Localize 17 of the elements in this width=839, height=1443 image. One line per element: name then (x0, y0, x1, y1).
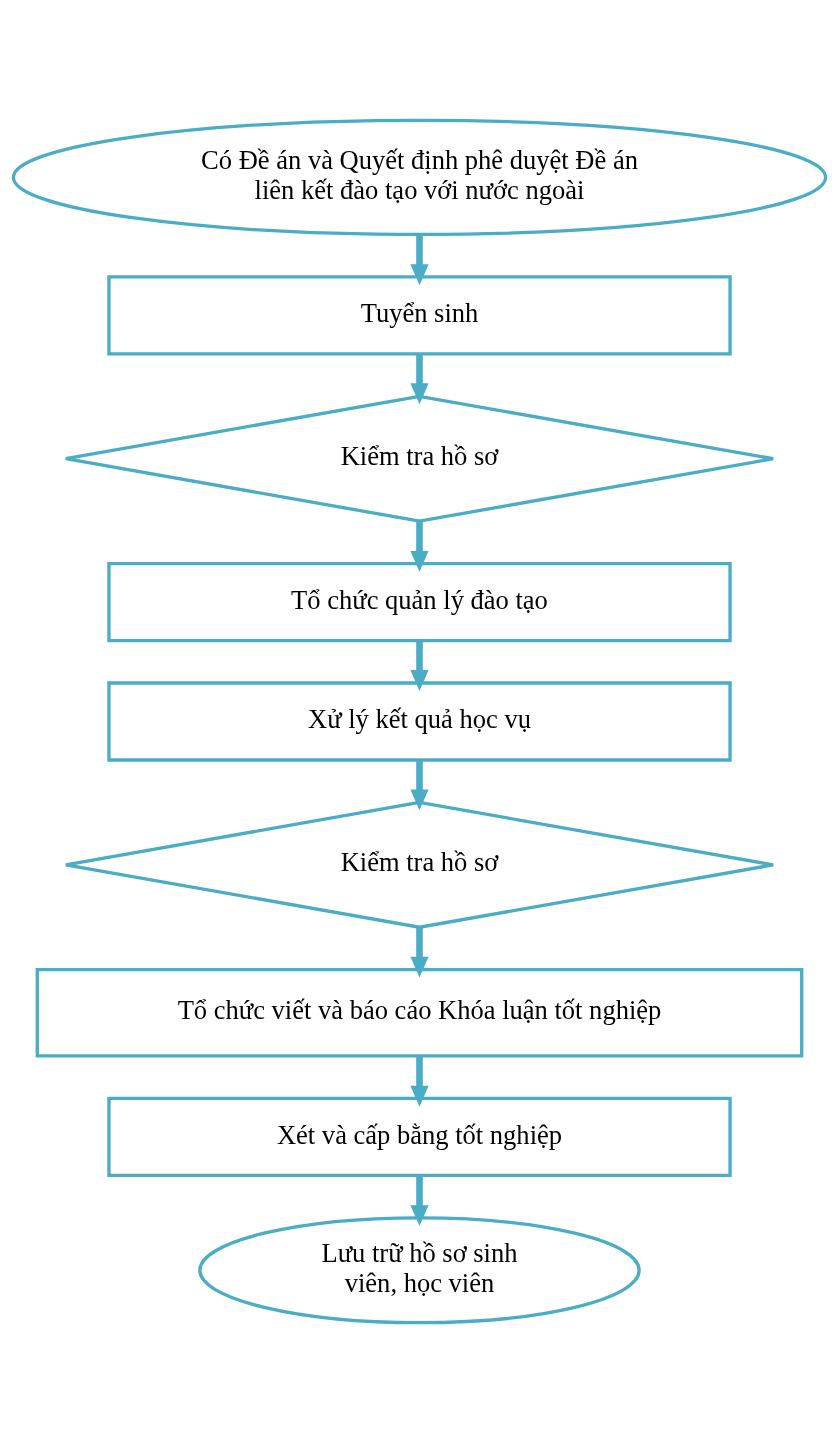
node-ellipse: Lưu trữ hồ sơ sinh viên, học viên (198, 1216, 641, 1325)
node-diamond: Kiểm tra hồ sơ (64, 800, 775, 929)
node-box: Xét và cấp bằng tốt nghiệp (107, 1096, 732, 1178)
arrow (410, 760, 429, 811)
arrow (410, 641, 429, 691)
node-ellipse: Có Đề án và Quyết định phê duyệt Đề án liên kết đào tạo với nước ngoài (11, 118, 828, 237)
node-box: Tuyển sinh (107, 275, 732, 356)
arrow (410, 1056, 429, 1107)
arrow (410, 521, 429, 572)
node-diamond: Kiểm tra hồ sơ (64, 394, 775, 523)
arrow (410, 927, 429, 978)
arrow (410, 234, 429, 286)
node-box: Tổ chức viết và báo cáo Khóa luận tốt nghiệp (35, 968, 804, 1058)
node-box: Xử lý kết quả học vụ (107, 681, 732, 762)
arrow (410, 354, 429, 405)
arrow (410, 1175, 429, 1227)
node-box: Tổ chức quản lý đào tạo (107, 561, 732, 643)
